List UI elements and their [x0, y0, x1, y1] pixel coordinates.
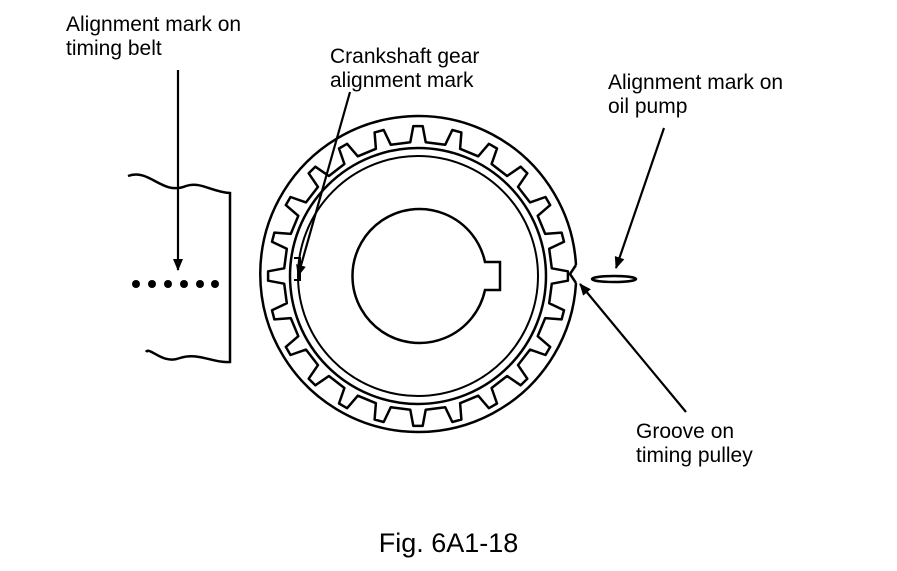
label-line: Alignment mark on: [608, 71, 784, 94]
label-line: Alignment mark on: [66, 13, 242, 36]
label-crank-mark: Crankshaft gear alignment mark: [330, 45, 479, 93]
label-line: timing belt: [66, 37, 162, 60]
oil-pump-arrow: [614, 127, 666, 269]
figure-caption: Fig. 6A1-18: [378, 528, 519, 558]
pulley-groove: [568, 264, 578, 284]
gear-hub-ring-inner: [297, 155, 539, 397]
belt-dots: [132, 280, 219, 288]
pulley-outer-rim: [259, 114, 578, 434]
gear-hub-ring-outer: [288, 146, 548, 406]
label-groove: Groove on timing pulley: [636, 420, 753, 468]
crank-mark-arrow: [296, 91, 352, 277]
shaft-bore-keyway: [351, 207, 502, 345]
timing-belt: [127, 173, 232, 364]
label-line: Groove on: [636, 420, 735, 443]
crankshaft-gear-teeth: [266, 124, 570, 428]
groove-arrow: [579, 283, 687, 413]
label-line: alignment mark: [330, 69, 474, 92]
oil-pump-mark: [590, 274, 638, 284]
label-line: Crankshaft gear: [330, 45, 480, 68]
label-line: timing pulley: [636, 444, 753, 467]
label-line: oil pump: [608, 95, 688, 118]
label-oil-pump-mark: Alignment mark on oil pump: [608, 71, 783, 119]
label-belt-mark: Alignment mark on timing belt: [66, 13, 241, 61]
